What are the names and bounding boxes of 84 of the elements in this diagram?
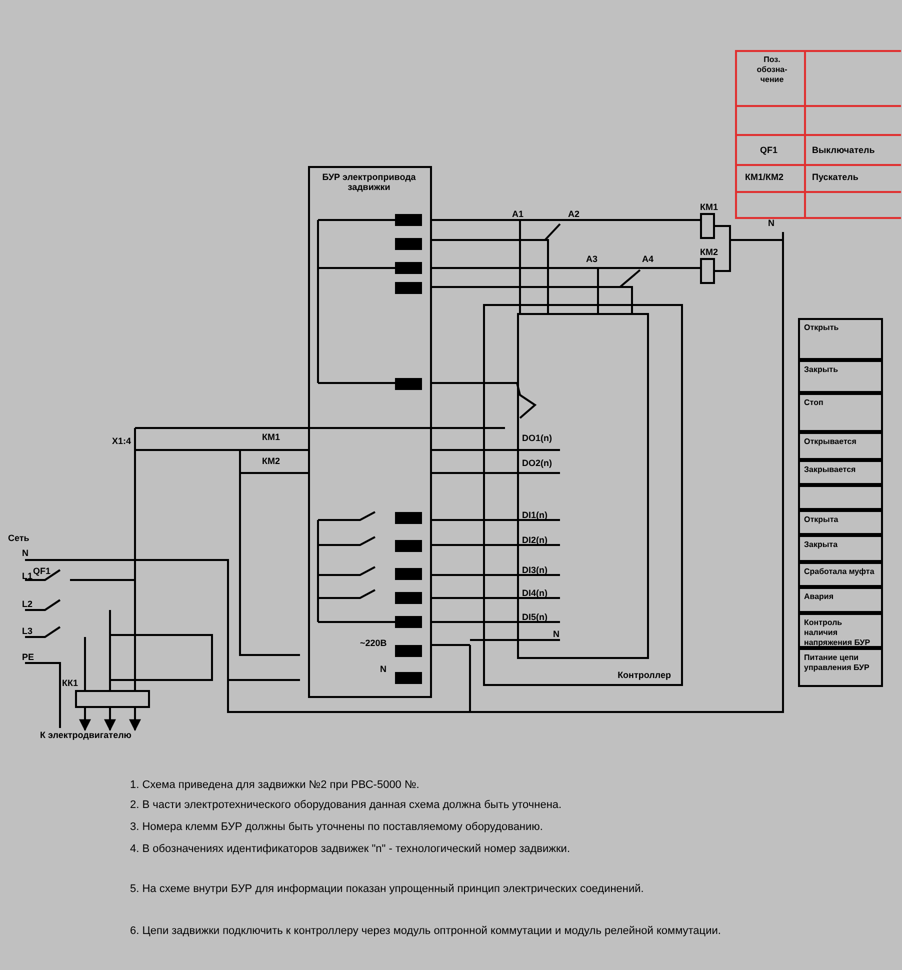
wire bbox=[432, 286, 633, 313]
signal-row bbox=[798, 485, 883, 510]
note-text: 4. В обозначениях идентификаторов задвижек "n" - технологический номер задвижки. bbox=[129, 842, 572, 857]
wire bbox=[432, 574, 517, 576]
signal-name: Закрыть bbox=[803, 364, 840, 376]
wire-label: A2 bbox=[568, 209, 580, 219]
signal-row bbox=[798, 360, 883, 393]
signal-label: DI1(n) bbox=[522, 510, 548, 520]
module-box bbox=[517, 313, 649, 659]
signal-row bbox=[798, 535, 883, 562]
signal-row bbox=[798, 562, 883, 587]
signal-label: DI2(n) bbox=[522, 535, 548, 545]
motor-label: К электродвигателю bbox=[40, 730, 160, 744]
signal-name: Закрывается bbox=[803, 464, 857, 476]
terminal-label: N bbox=[768, 218, 774, 228]
signal-name: Открыта bbox=[803, 514, 840, 526]
wire bbox=[432, 449, 517, 451]
controller-box bbox=[483, 304, 683, 686]
table-cell-text: Выключатель bbox=[812, 145, 875, 155]
signal-label: DO2(n) bbox=[522, 458, 552, 468]
signal-label: DI3(n) bbox=[522, 565, 548, 575]
signal-name: Открыть bbox=[803, 322, 840, 334]
note-text: 3. Номера клемм БУР должны быть уточнены по поставляемому оборудованию. bbox=[129, 820, 544, 835]
device-label: КК1 bbox=[62, 678, 78, 688]
coil-label: КМ1 bbox=[700, 202, 718, 212]
note-text: 1. Схема приведена для задвижки №2 при РВС-5000 №. bbox=[129, 778, 420, 793]
wire-label: A4 bbox=[642, 254, 654, 264]
wire bbox=[432, 544, 517, 546]
signal-label: DI4(n) bbox=[522, 588, 548, 598]
wire-label: A1 bbox=[512, 209, 524, 219]
wire-label: A3 bbox=[586, 254, 598, 264]
signal-row bbox=[798, 393, 883, 432]
contact-label: КМ1 bbox=[262, 432, 280, 442]
supply-label: N bbox=[22, 548, 28, 558]
signal-label: DI5(n) bbox=[522, 612, 548, 622]
control-unit-box bbox=[308, 166, 432, 698]
box-title: БУР электропривода задвижки bbox=[321, 172, 417, 192]
signal-row bbox=[798, 318, 883, 360]
table-cell-text: КМ1/КМ2 bbox=[745, 172, 784, 182]
wire bbox=[432, 219, 521, 313]
signal-name: Закрыта bbox=[803, 539, 839, 551]
thermal-relay-box bbox=[75, 690, 150, 708]
table-cell-text: Пускатель bbox=[812, 172, 858, 182]
device-label: QF1 bbox=[33, 566, 51, 576]
signal-row bbox=[798, 432, 883, 460]
signal-row bbox=[798, 587, 883, 613]
signal-row bbox=[798, 613, 883, 648]
note-text: 6. Цепи задвижки подключить к контроллеру через модуль оптронной коммутации и модуль релейной коммутации. bbox=[129, 924, 722, 939]
supply-label: L2 bbox=[22, 599, 33, 609]
signal-name: Питание цепи управления БУР bbox=[803, 652, 870, 674]
wire bbox=[432, 239, 549, 313]
contact-label: КМ2 bbox=[262, 456, 280, 466]
wire bbox=[432, 382, 517, 384]
signal-name: Стоп bbox=[803, 397, 824, 409]
supply-label: L1 bbox=[22, 571, 33, 581]
wire bbox=[432, 519, 517, 521]
note-text: 5. На схеме внутри БУР для информации показан упрощенный принцип электрических соединений. bbox=[129, 882, 645, 897]
coil-label: КМ2 bbox=[700, 247, 718, 257]
arrow bbox=[79, 708, 91, 732]
note-text: 2. В части электротехнического оборудования данная схема должна быть уточнена. bbox=[129, 798, 563, 813]
voltage-label: ~220В bbox=[360, 638, 387, 648]
terminal-label: X1:4 bbox=[112, 436, 132, 446]
supply-label: Сеть bbox=[8, 533, 30, 543]
wire bbox=[432, 621, 517, 623]
supply-label: PE bbox=[22, 652, 34, 662]
terminal-label: N bbox=[380, 664, 386, 674]
wire bbox=[432, 597, 517, 599]
signal-name: Сработала муфта bbox=[803, 566, 876, 578]
signal-name: Открывается bbox=[803, 436, 858, 448]
signal-row bbox=[798, 510, 883, 535]
signal-label: DO1(n) bbox=[522, 433, 552, 443]
table-cell-text: Поз. обозна-чение bbox=[756, 55, 788, 85]
arrow bbox=[104, 708, 116, 732]
signal-row bbox=[798, 460, 883, 485]
signal-name: Контроль наличия напряжения БУР bbox=[803, 617, 872, 649]
box-title: Контроллер bbox=[618, 670, 671, 680]
signal-row bbox=[798, 648, 883, 687]
wire bbox=[432, 472, 517, 474]
signal-name: Авария bbox=[803, 591, 835, 603]
wire bbox=[432, 267, 599, 313]
supply-label: L3 bbox=[22, 626, 33, 636]
table-cell-text: QF1 bbox=[760, 145, 778, 155]
signal-label: N bbox=[553, 629, 560, 639]
arrow bbox=[129, 708, 141, 732]
